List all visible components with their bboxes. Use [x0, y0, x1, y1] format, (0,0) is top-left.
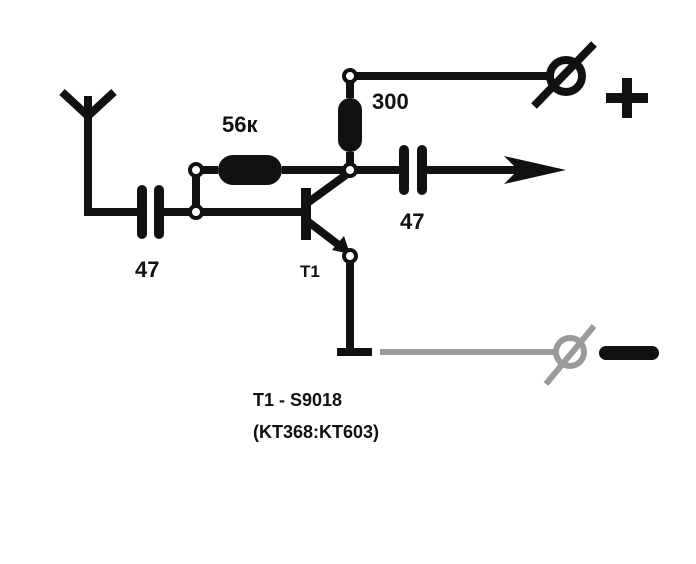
input-capacitor [84, 185, 196, 239]
negative-terminal-icon [543, 324, 597, 386]
transistor-t1 [301, 168, 353, 254]
output-capacitor [350, 145, 525, 195]
transistor-label: T1 [300, 262, 320, 281]
transistor-note-line1: T1 - S9018 [253, 390, 342, 410]
junction-node [342, 248, 358, 264]
minus-terminal-label: – [0, 0, 1, 1]
junction-node [342, 68, 358, 84]
antenna-icon [59, 89, 117, 214]
arrow-right-icon [504, 156, 566, 184]
collector-resistor [338, 76, 362, 170]
output-capacitor-label: 47 [400, 209, 424, 234]
input-capacitor-label: 47 [135, 257, 159, 282]
junction-node [188, 204, 204, 220]
junction-node [342, 162, 358, 178]
collector-resistor-label: 300 [372, 89, 409, 114]
transistor-note-line2: (KT368:KT603) [253, 422, 379, 442]
plus-sign-icon [606, 78, 648, 118]
emitter-wire [337, 256, 372, 356]
base-resistor-label: 56к [222, 112, 258, 137]
base-resistor [192, 155, 350, 212]
positive-terminal-icon [531, 41, 597, 109]
junction-node [188, 162, 204, 178]
